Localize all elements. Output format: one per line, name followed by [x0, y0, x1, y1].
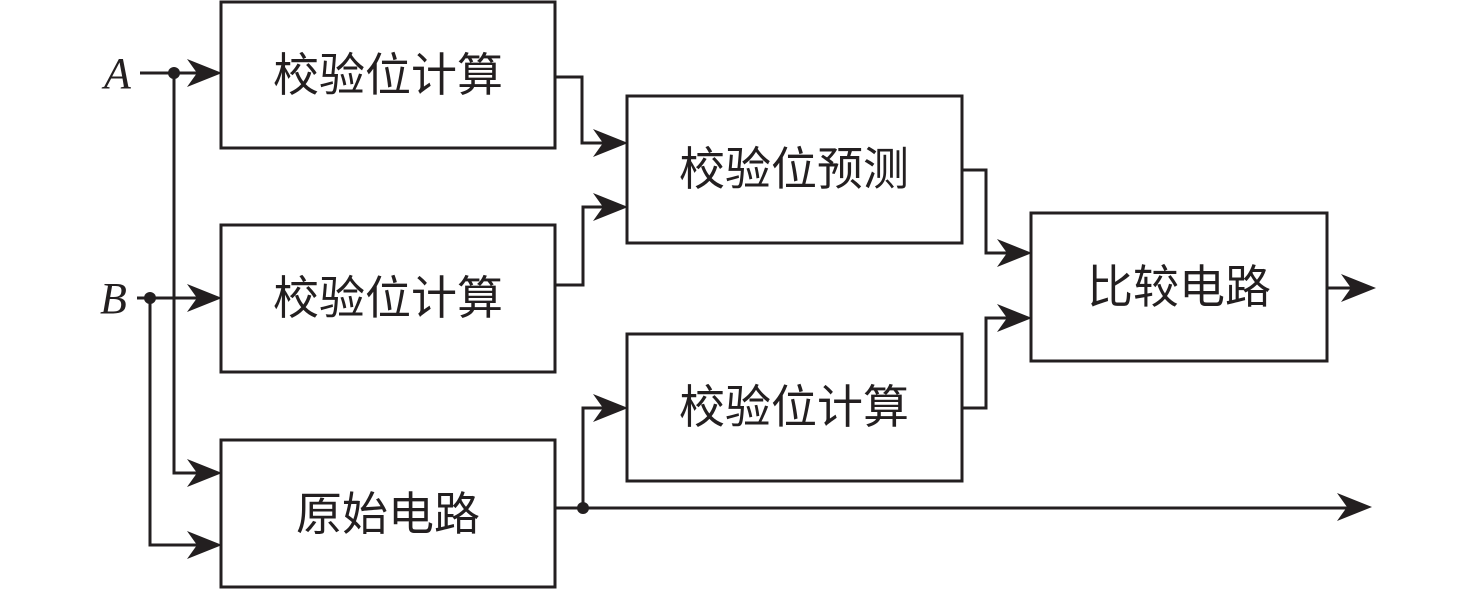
arrow-head-icon — [997, 304, 1032, 332]
wire-compare-output — [1327, 274, 1376, 302]
arrow-head-icon — [593, 129, 628, 157]
wire-calc-out-to-compare — [962, 304, 1032, 410]
junction-a — [168, 67, 180, 79]
block-label: 校验位计算 — [273, 271, 503, 325]
block-checkbit-calc-a: 校验位计算 — [219, 0, 557, 150]
wire-b-to-original-circuit — [148, 298, 222, 559]
arrow-head-icon — [1341, 274, 1376, 302]
wire-predict-to-compare — [962, 168, 1032, 267]
block-checkbit-calc-b: 校验位计算 — [219, 223, 557, 374]
input-label-b: B — [100, 274, 127, 323]
wire-a-to-checkbit-calc-a — [140, 59, 222, 87]
wire-calc-b-to-predict — [555, 193, 628, 287]
input-label-a: A — [101, 49, 132, 98]
block-compare-circuit: 比较电路 — [1029, 211, 1329, 363]
arrow-head-icon — [187, 59, 222, 87]
arrow-head-icon — [997, 239, 1032, 267]
wire-calc-a-to-predict — [555, 75, 628, 157]
arrow-head-icon — [593, 193, 628, 221]
wire-original-to-output — [555, 493, 1372, 521]
block-original-circuit: 原始电路 — [219, 438, 557, 589]
junction-original-output — [577, 502, 589, 514]
arrow-head-icon — [187, 284, 222, 312]
block-label: 原始电路 — [296, 487, 480, 541]
arrow-head-icon — [187, 531, 222, 559]
wire-a-to-original-circuit — [172, 73, 222, 487]
wire-original-to-calc-out — [581, 394, 628, 508]
block-label: 校验位计算 — [679, 380, 909, 434]
block-label: 校验位预测 — [679, 142, 909, 196]
block-label: 比较电路 — [1087, 260, 1271, 314]
block-checkbit-predict: 校验位预测 — [625, 94, 964, 245]
arrow-head-icon — [187, 459, 222, 487]
junction-b — [144, 292, 156, 304]
block-checkbit-calc-out: 校验位计算 — [625, 332, 964, 483]
arrow-head-icon — [593, 394, 628, 422]
arrow-head-icon — [1337, 493, 1372, 521]
block-label: 校验位计算 — [273, 48, 503, 102]
